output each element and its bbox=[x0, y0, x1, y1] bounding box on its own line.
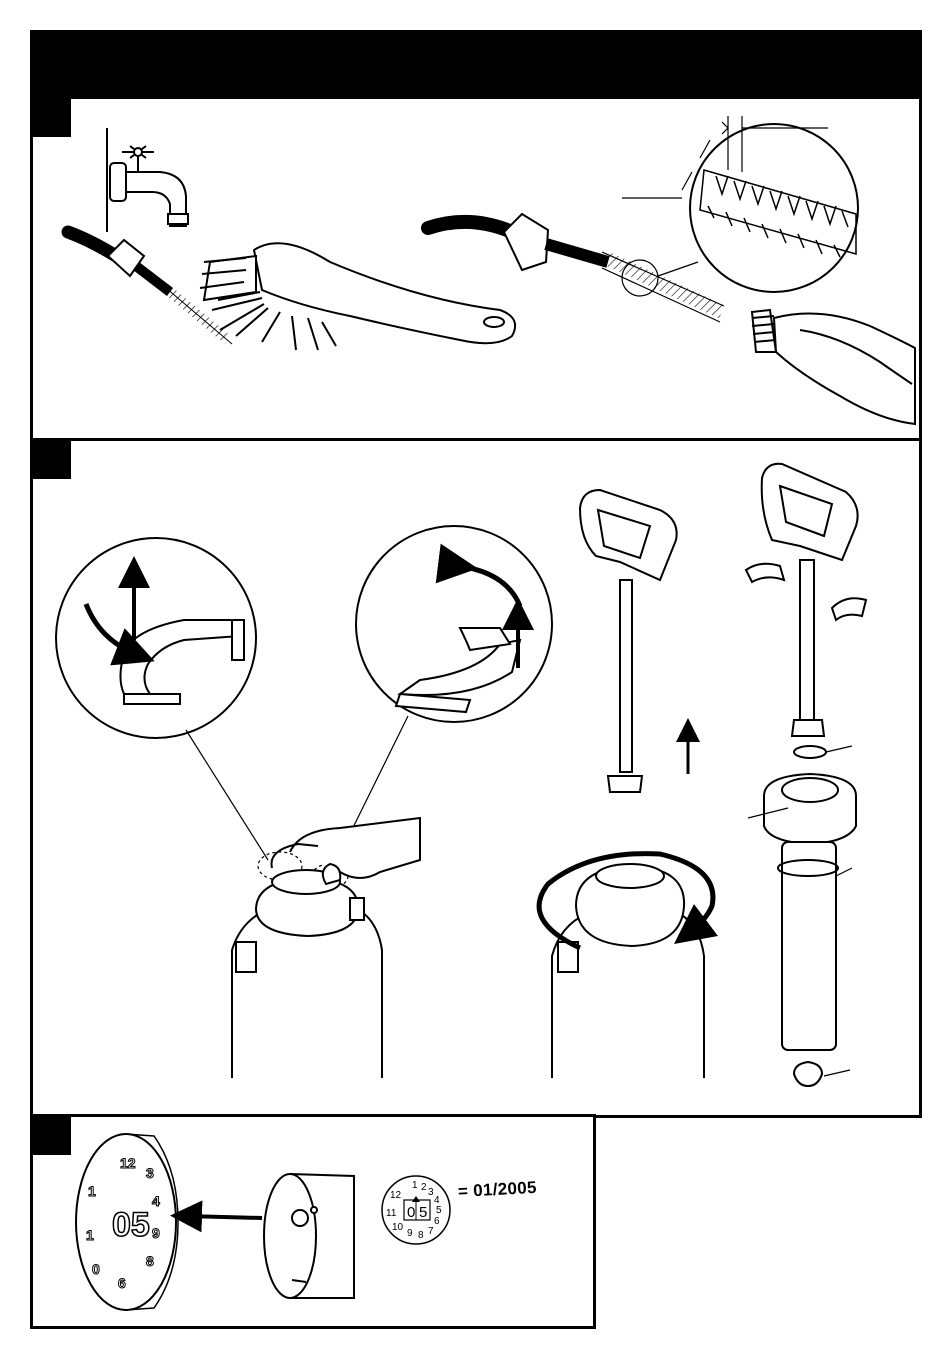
faucet-icon bbox=[107, 128, 188, 232]
magnified-filter-detail bbox=[622, 116, 858, 292]
svg-text:05: 05 bbox=[112, 1206, 150, 1244]
svg-text:1: 1 bbox=[412, 1180, 418, 1191]
svg-text:9: 9 bbox=[407, 1228, 413, 1239]
brush-icon bbox=[200, 243, 515, 350]
magnified-lock-left bbox=[56, 538, 256, 738]
tank-bottom-view bbox=[264, 1174, 354, 1298]
svg-text:3: 3 bbox=[146, 1165, 154, 1181]
date-code-label: = 01/2005 bbox=[457, 1178, 537, 1202]
svg-text:8: 8 bbox=[418, 1230, 424, 1241]
magnified-lock-right bbox=[356, 526, 552, 722]
sprayer-bottle-nozzle bbox=[752, 310, 915, 424]
svg-text:8: 8 bbox=[146, 1253, 154, 1269]
dial-year-digit: 0 bbox=[407, 1204, 415, 1221]
date-dial-large: 05 12 3 4 9 8 6 0 1 1 bbox=[76, 1134, 178, 1310]
svg-text:11: 11 bbox=[386, 1208, 397, 1219]
pump-assembly-exploded bbox=[746, 464, 866, 1086]
svg-text:7: 7 bbox=[428, 1226, 434, 1237]
svg-text:1: 1 bbox=[88, 1183, 96, 1199]
svg-text:0: 0 bbox=[92, 1261, 100, 1277]
tank-with-hand bbox=[232, 818, 420, 1078]
pump-handle-lifted bbox=[580, 490, 688, 792]
arrow-icon bbox=[186, 1216, 262, 1218]
svg-text:2: 2 bbox=[421, 1182, 427, 1193]
svg-text:6: 6 bbox=[118, 1275, 126, 1291]
svg-text:6: 6 bbox=[434, 1216, 440, 1227]
svg-text:5: 5 bbox=[436, 1205, 442, 1216]
svg-text:4: 4 bbox=[152, 1193, 160, 1209]
svg-text:10: 10 bbox=[392, 1222, 404, 1233]
svg-text:9: 9 bbox=[152, 1225, 160, 1241]
tank-rotate-cap bbox=[539, 854, 713, 1078]
svg-text:1: 1 bbox=[86, 1227, 94, 1243]
svg-text:12: 12 bbox=[390, 1190, 402, 1201]
svg-text:12: 12 bbox=[120, 1155, 136, 1171]
dial-year-digit: 5 bbox=[419, 1204, 427, 1221]
